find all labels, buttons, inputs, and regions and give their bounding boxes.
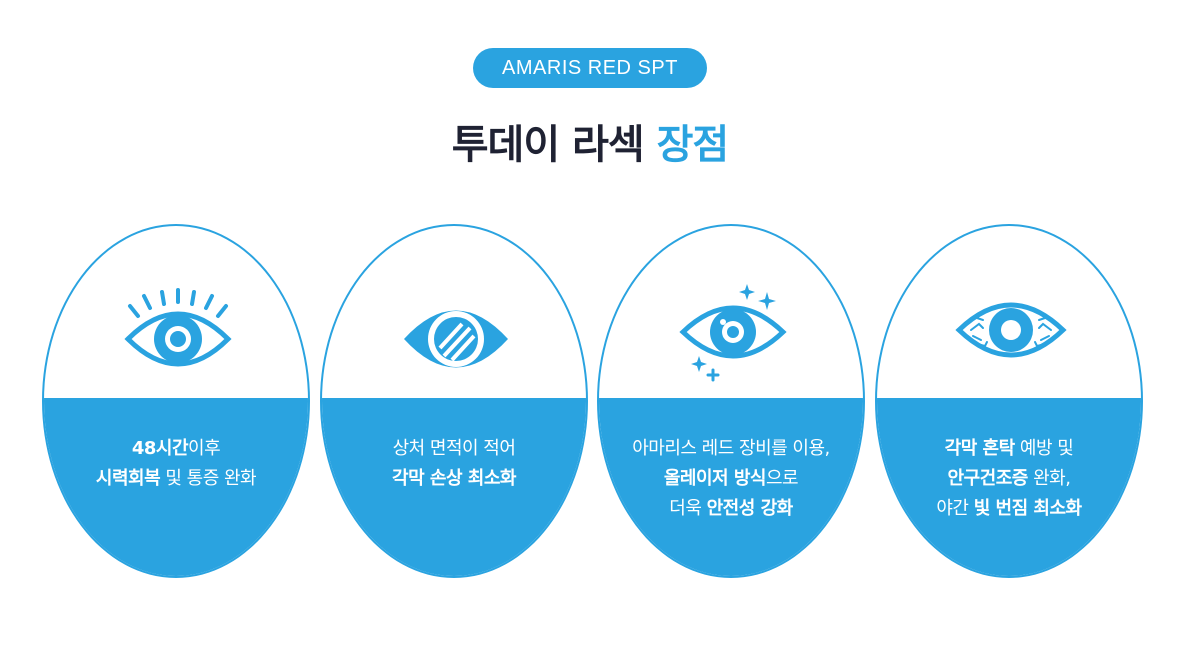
- benefit-card-dryness: 각막 혼탁 예방 및 안구건조증 완화, 야간 빛 번짐 최소화: [875, 224, 1143, 578]
- card-text-regular: 이후: [188, 438, 221, 459]
- card-line: 48시간이후: [44, 434, 308, 464]
- card-text-regular: 으로: [766, 468, 799, 489]
- card-text-regular: 완화,: [1027, 468, 1071, 489]
- eye-sparkle-icon: [679, 284, 787, 382]
- title-main: 투데이 라섹: [451, 122, 645, 168]
- card-line: 아마리스 레드 장비를 이용,: [599, 434, 863, 464]
- card-lower-fill: [877, 398, 1141, 576]
- card-text: 아마리스 레드 장비를 이용, 올레이저 방식으로 더욱 안전성 강화: [599, 434, 863, 524]
- card-line: 올레이저 방식으로: [599, 464, 863, 494]
- card-text-regular: 더욱: [669, 498, 707, 519]
- card-line: 더욱 안전성 강화: [599, 494, 863, 524]
- card-text-regular: 야간: [936, 498, 974, 519]
- card-text: 상처 면적이 적어 각막 손상 최소화: [322, 434, 586, 494]
- benefit-card-safety: 아마리스 레드 장비를 이용, 올레이저 방식으로 더욱 안전성 강화: [597, 224, 865, 578]
- card-text-bold: 안전성 강화: [706, 498, 794, 519]
- card-text-bold: 시력회복: [95, 468, 161, 489]
- eye-veins-icon: [955, 302, 1067, 358]
- card-text-regular: 상처 면적이 적어: [392, 438, 516, 459]
- page-title: 투데이 라섹 장점: [0, 112, 1180, 170]
- title-highlight: 장점: [656, 122, 730, 168]
- card-text-bold: 안구건조증: [947, 468, 1029, 489]
- eye-striped-pupil-icon: [404, 310, 508, 368]
- card-line: 시력회복 및 통증 완화: [44, 464, 308, 494]
- card-text-regular: 아마리스 레드 장비를 이용,: [632, 438, 830, 459]
- card-text-bold: 빛 번짐 최소화: [973, 498, 1082, 519]
- card-text-bold: 각막 손상 최소화: [392, 468, 516, 489]
- card-line: 안구건조증 완화,: [877, 464, 1141, 494]
- card-lower-fill: [322, 398, 586, 576]
- card-text-regular: 및 통증 완화: [160, 468, 257, 489]
- eye-lashes-icon: [124, 288, 232, 367]
- card-text-bold: 48시간: [131, 438, 189, 459]
- benefit-card-recovery: 48시간이후 시력회복 및 통증 완화: [42, 224, 310, 578]
- card-text: 48시간이후 시력회복 및 통증 완화: [44, 434, 308, 494]
- card-text: 각막 혼탁 예방 및 안구건조증 완화, 야간 빛 번짐 최소화: [877, 434, 1141, 524]
- card-line: 각막 혼탁 예방 및: [877, 434, 1141, 464]
- card-line: 각막 손상 최소화: [322, 464, 586, 494]
- card-text-bold: 올레이저 방식: [663, 468, 767, 489]
- product-badge: AMARIS RED SPT: [473, 48, 707, 88]
- card-lower-fill: [599, 398, 863, 576]
- badge-label: AMARIS RED SPT: [502, 56, 678, 79]
- card-text-bold: 각막 혼탁: [944, 438, 1016, 459]
- card-line: 상처 면적이 적어: [322, 434, 586, 464]
- card-line: 야간 빛 번짐 최소화: [877, 494, 1141, 524]
- benefit-card-cornea: 상처 면적이 적어 각막 손상 최소화: [320, 224, 588, 578]
- card-text-regular: 예방 및: [1014, 438, 1074, 459]
- card-lower-fill: [44, 398, 308, 576]
